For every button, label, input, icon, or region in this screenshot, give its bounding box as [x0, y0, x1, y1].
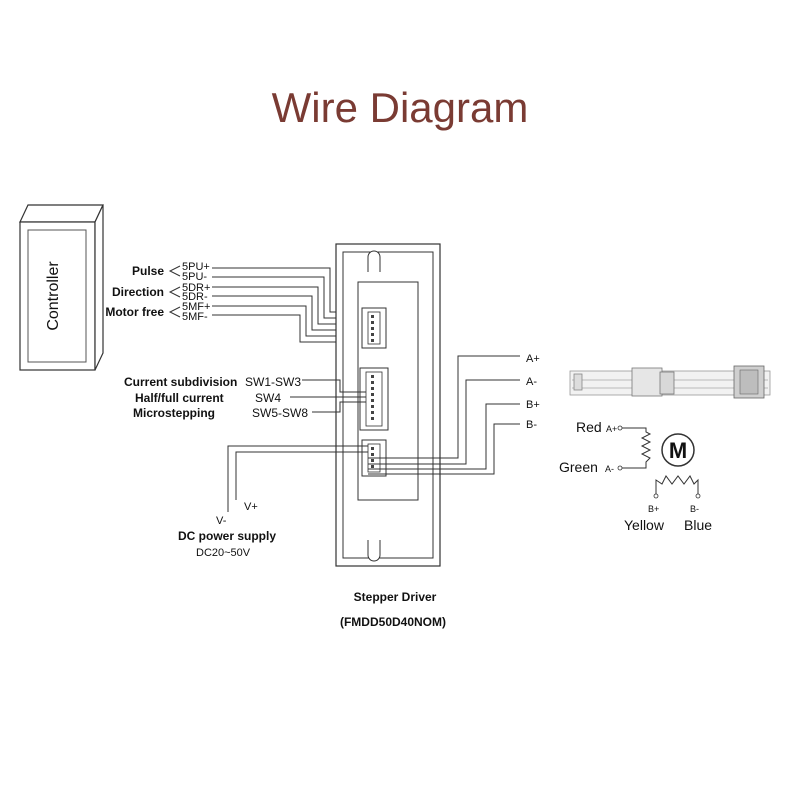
green-pin-label: A- — [605, 464, 614, 474]
direction-label: Direction — [112, 285, 164, 299]
pin-5pu-plus: 5PU+ — [182, 261, 210, 273]
yellow-wire-label: Yellow — [624, 517, 665, 533]
b-plus-pin-label: B+ — [648, 504, 659, 514]
linear-actuator-image — [569, 365, 771, 399]
output-a-minus: A- — [526, 376, 537, 388]
microstepping-switches: SW5-SW8 — [252, 406, 308, 420]
red-wire-label: Red — [576, 419, 602, 435]
pulse-label: Pulse — [132, 264, 164, 278]
power-pos-label: V+ — [244, 501, 258, 513]
pin-5pu-minus: 5PU- — [182, 271, 207, 283]
switch-lines — [290, 379, 366, 413]
power-range-label: DC20~50V — [196, 547, 251, 559]
pin-5mf-minus: 5MF- — [182, 311, 208, 323]
pin-5mf-plus: 5MF+ — [182, 301, 210, 313]
current-subdivision-label: Current subdivision — [124, 375, 237, 389]
output-b-minus: B- — [526, 419, 537, 431]
blue-wire-label: Blue — [684, 517, 712, 533]
motor-terminals — [617, 425, 701, 499]
power-neg-label: V- — [216, 515, 227, 527]
pin-5dr-minus: 5DR- — [182, 291, 208, 303]
connector-pins — [371, 315, 374, 468]
half-full-current-label: Half/full current — [135, 391, 224, 405]
motor-free-label: Motor free — [105, 305, 164, 319]
motor-schematic — [620, 427, 699, 494]
signal-brackets — [168, 265, 181, 318]
driver-label: Stepper Driver — [354, 590, 437, 604]
page-title: Wire Diagram — [272, 84, 529, 131]
microstepping-label: Microstepping — [133, 406, 215, 420]
motor-symbol: M — [669, 438, 687, 463]
output-b-plus: B+ — [526, 399, 540, 411]
green-wire-label: Green — [559, 459, 598, 475]
power-wires — [227, 445, 368, 512]
power-supply-label: DC power supply — [178, 529, 276, 543]
controller-label: Controller — [45, 261, 62, 331]
output-a-plus: A+ — [526, 353, 540, 365]
driver-model: (FMDD50D40NOM) — [340, 615, 446, 629]
stepper-driver — [335, 243, 441, 567]
red-pin-label: A+ — [606, 424, 617, 434]
motor-wires — [368, 355, 520, 475]
half-full-current-switches: SW4 — [255, 391, 281, 405]
controller-box — [19, 204, 104, 371]
pin-5dr-plus: 5DR+ — [182, 282, 210, 294]
current-subdivision-switches: SW1-SW3 — [245, 375, 301, 389]
b-minus-pin-label: B- — [690, 504, 699, 514]
